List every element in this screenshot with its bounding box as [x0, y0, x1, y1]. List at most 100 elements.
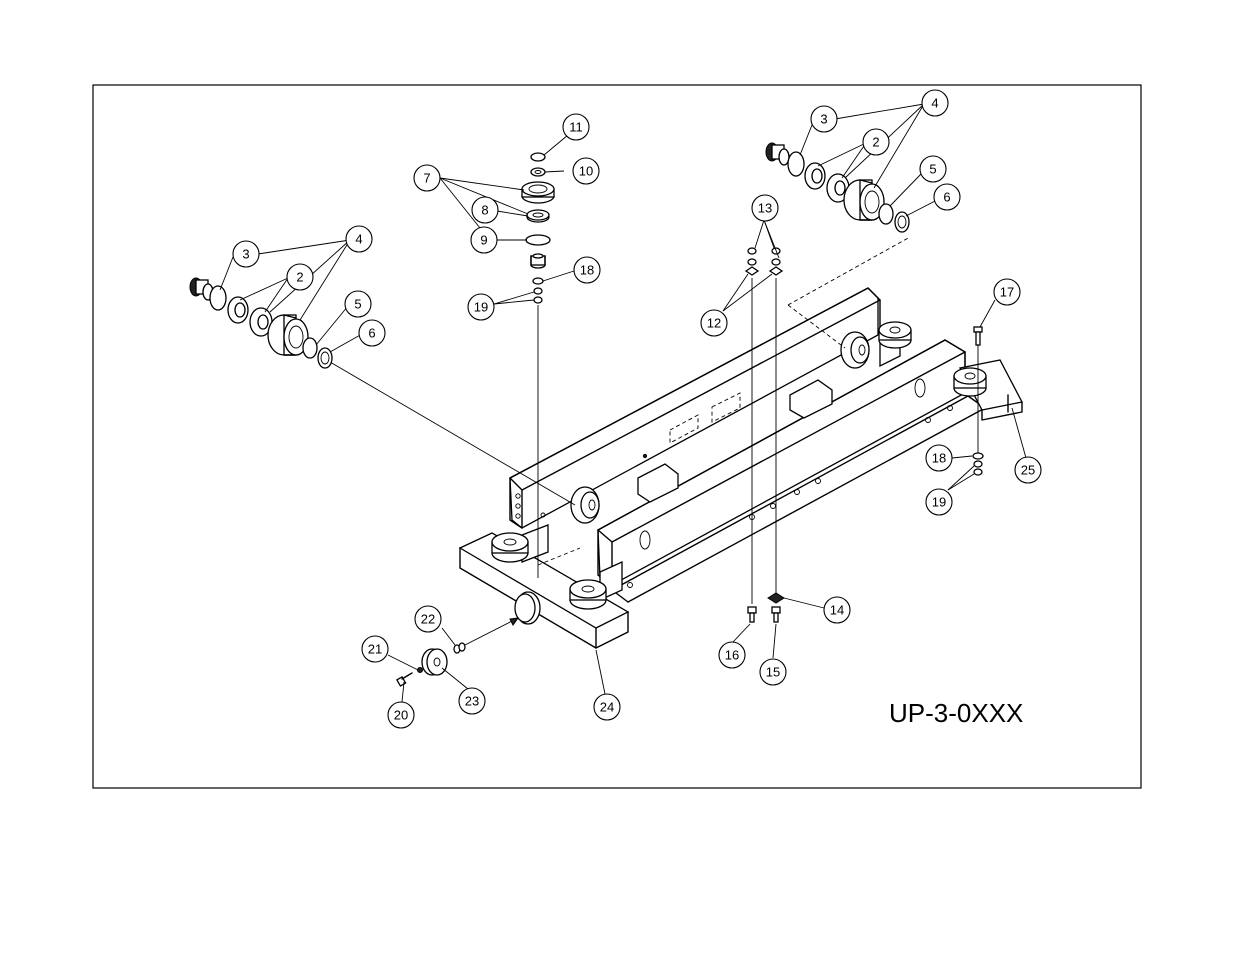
- left-wheel: [268, 315, 308, 355]
- guide-roller-rear-right: [954, 368, 986, 396]
- callout-4-left: 4: [346, 226, 372, 252]
- callout-5-left: 5: [345, 291, 371, 317]
- svg-text:2: 2: [296, 270, 303, 285]
- svg-text:16: 16: [725, 648, 739, 663]
- svg-text:15: 15: [766, 665, 780, 680]
- callout-24: 24: [594, 694, 620, 720]
- bolt-15: [772, 607, 780, 622]
- callout-17: 17: [994, 279, 1020, 305]
- frame-wheel-right: [841, 332, 869, 368]
- callout-4-right: 4: [922, 90, 948, 116]
- svg-text:2: 2: [872, 135, 879, 150]
- left-spacer: [303, 338, 317, 358]
- callout-16: 16: [719, 642, 745, 668]
- pivot-bearing-small: [527, 210, 549, 222]
- svg-text:10: 10: [579, 164, 593, 179]
- callout-11: 11: [563, 114, 589, 140]
- callout-6-right: 6: [934, 184, 960, 210]
- svg-text:6: 6: [368, 326, 375, 341]
- svg-text:5: 5: [929, 162, 936, 177]
- callout-13: 13: [752, 195, 778, 221]
- svg-text:8: 8: [481, 203, 488, 218]
- pivot-nut-2: [534, 297, 542, 303]
- bolt-17: [974, 327, 982, 345]
- callout-25: 25: [1015, 457, 1041, 483]
- pivot-washer-lower: [533, 278, 543, 284]
- svg-text:17: 17: [1000, 285, 1014, 300]
- svg-text:7: 7: [423, 171, 430, 186]
- callout-19-top: 19: [468, 294, 494, 320]
- plate-nut: [768, 593, 784, 603]
- svg-text:22: 22: [421, 612, 435, 627]
- pivot-nut-1: [534, 288, 542, 294]
- left-wheel-parts: [190, 278, 332, 368]
- callout-12: 12: [701, 310, 727, 336]
- svg-text:13: 13: [758, 201, 772, 216]
- svg-text:4: 4: [355, 232, 362, 247]
- callout-14: 14: [824, 597, 850, 623]
- left-snap-ring: [210, 286, 226, 310]
- left-bearing-inner: [228, 297, 248, 323]
- callout-23: 23: [459, 688, 485, 714]
- svg-text:12: 12: [707, 316, 721, 331]
- svg-text:20: 20: [394, 708, 408, 723]
- left-retaining-ring: [318, 348, 332, 368]
- svg-text:3: 3: [242, 247, 249, 262]
- callout-19-right: 19: [926, 489, 952, 515]
- callout-10: 10: [573, 158, 599, 184]
- callout-2-left: 2: [287, 264, 313, 290]
- svg-text:6: 6: [943, 190, 950, 205]
- svg-text:18: 18: [580, 263, 594, 278]
- bumper-washer: [418, 668, 423, 673]
- pivot-stack: [522, 153, 554, 303]
- callout-2-right: 2: [863, 129, 889, 155]
- svg-text:4: 4: [931, 96, 938, 111]
- guide-roller-front-right: [570, 580, 606, 609]
- callout-6-left: 6: [359, 320, 385, 346]
- callout-18-top: 18: [574, 257, 600, 283]
- callout-3-right: 3: [811, 106, 837, 132]
- svg-text:19: 19: [474, 300, 488, 315]
- pivot-bearing-large: [522, 182, 554, 203]
- svg-text:11: 11: [569, 120, 583, 135]
- right-retaining-ring: [895, 212, 909, 232]
- svg-text:21: 21: [368, 642, 382, 657]
- pivot-clip: [531, 153, 545, 161]
- front-bumper: [515, 592, 540, 624]
- callout-5-right: 5: [920, 156, 946, 182]
- drawing-number: UP-3-0XXX: [889, 698, 1023, 728]
- bumper-bolt: [397, 673, 412, 686]
- callout-3-left: 3: [233, 241, 259, 267]
- svg-text:3: 3: [820, 112, 827, 127]
- pivot-pin: [531, 254, 545, 268]
- bumper-stud: [454, 643, 465, 653]
- guide-roller-front-left: [492, 533, 528, 562]
- callout-9: 9: [471, 227, 497, 253]
- right-spacer: [879, 204, 893, 224]
- callout-22: 22: [415, 606, 441, 632]
- pivot-washer-top: [531, 168, 545, 176]
- callout-7: 7: [414, 165, 440, 191]
- svg-text:14: 14: [830, 603, 844, 618]
- guide-roller-rear-left: [879, 322, 911, 348]
- callout-18-right: 18: [926, 445, 952, 471]
- pivot-oring: [526, 235, 550, 245]
- callout-15: 15: [760, 659, 786, 685]
- callout-20: 20: [388, 702, 414, 728]
- frame-wheel-left: [571, 487, 599, 523]
- svg-text:9: 9: [480, 233, 487, 248]
- right-axle-cap: [766, 143, 789, 165]
- svg-text:23: 23: [465, 694, 479, 709]
- svg-text:5: 5: [354, 297, 361, 312]
- svg-text:24: 24: [600, 700, 614, 715]
- callout-8: 8: [472, 197, 498, 223]
- bumper-pad: [422, 649, 447, 675]
- right-snap-ring: [788, 152, 804, 176]
- svg-text:18: 18: [932, 451, 946, 466]
- callout-21: 21: [362, 636, 388, 662]
- bolt-16: [748, 607, 756, 622]
- right-wheel: [844, 180, 884, 220]
- svg-text:19: 19: [932, 495, 946, 510]
